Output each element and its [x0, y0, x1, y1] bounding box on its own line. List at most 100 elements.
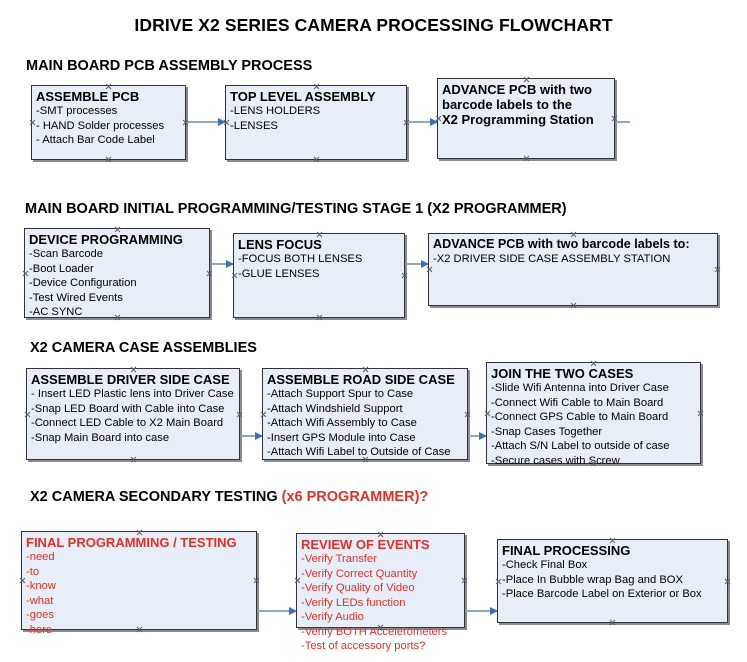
node-line: - Attach Bar Code Label — [36, 134, 155, 146]
node-line: -Boot Loader — [29, 262, 94, 275]
connection-handle-right[interactable] — [236, 411, 243, 418]
connector-review-to-final-processing — [466, 607, 498, 615]
node-line: -Slide Wifi Antenna into Driver Case — [491, 382, 669, 394]
node-line: - HAND Solder processes — [36, 119, 165, 132]
arrowhead-icon — [218, 118, 226, 126]
connector-driver-case-to-road-case — [241, 432, 263, 440]
section-heading-text: X2 CAMERA CASE ASSEMBLIES — [30, 340, 257, 356]
node-title: ADVANCE PCB with two barcode labels to: — [433, 237, 690, 251]
section-heading-case-assemblies: X2 CAMERA CASE ASSEMBLIES — [30, 340, 257, 356]
connector-top-level-to-advance-pcb — [408, 118, 438, 126]
connection-handle-right[interactable] — [401, 272, 408, 279]
arrowhead-icon — [289, 607, 297, 615]
node-line: -Verify BOTH Accelerometers — [301, 625, 448, 638]
connection-handle-right[interactable] — [253, 577, 260, 584]
connection-handle-left[interactable] — [231, 272, 238, 279]
connection-handle-left[interactable] — [24, 411, 31, 418]
node-device-programming[interactable]: DEVICE PROGRAMMING -Scan Barcode -Boot L… — [24, 228, 210, 318]
arrowhead-icon — [226, 260, 234, 268]
section-heading-secondary-testing: X2 CAMERA SECONDARY TESTING (x6 PROGRAMM… — [30, 489, 428, 505]
arrowhead-icon — [430, 118, 438, 126]
connection-handle-bottom[interactable] — [609, 619, 616, 626]
node-line: -Connect GPS Cable to Main Board — [491, 411, 669, 423]
node-line: -Insert GPS Module into Case — [267, 431, 416, 444]
connection-handle-left[interactable] — [260, 411, 267, 418]
node-final-programming-testing[interactable]: FINAL PROGRAMMING / TESTING -need -to -k… — [19, 531, 260, 636]
node-join-the-two-cases[interactable]: JOIN THE TWO CASES -Slide Wifi Antenna i… — [484, 362, 704, 467]
node-line: -AC SYNC — [29, 306, 83, 318]
node-line: -what — [26, 594, 54, 607]
node-line: -Snap Cases Together — [491, 425, 603, 438]
arrowhead-icon — [479, 432, 487, 440]
connector-road-case-to-join-cases — [469, 432, 487, 440]
node-assemble-road-side-case[interactable]: ASSEMBLE ROAD SIDE CASE -Attach Support … — [262, 368, 468, 460]
connection-handle-bottom[interactable] — [316, 314, 323, 321]
node-line: -Attach Support Spur to Case — [267, 388, 414, 400]
node-line: -Snap Main Board into case — [31, 431, 170, 444]
node-line: -Attach S/N Label to outside of case — [491, 440, 670, 452]
node-line: -FOCUS BOTH LENSES — [238, 253, 363, 265]
node-title: FINAL PROGRAMMING / TESTING — [26, 535, 237, 550]
connection-handle-left[interactable] — [484, 410, 491, 417]
connection-handle-left[interactable] — [294, 577, 301, 584]
connection-handle-right[interactable] — [714, 266, 721, 273]
connection-handle-right[interactable] — [206, 270, 213, 277]
connection-handle-left[interactable] — [29, 119, 36, 126]
section-heading-accent: (x6 PROGRAMMER)? — [281, 489, 429, 505]
connector-final-programming-to-review — [258, 607, 297, 615]
node-review-of-events[interactable]: REVIEW OF EVENTS -Verify Transfer -Verif… — [294, 533, 468, 652]
node-line-overflow: -Test of accessory ports? — [301, 640, 426, 652]
connection-handle-right[interactable] — [464, 411, 471, 418]
connection-handle-right[interactable] — [697, 410, 704, 417]
arrowhead-icon — [255, 432, 263, 440]
node-line: -need — [26, 551, 55, 563]
node-line: -Connect LED Cable to X2 Main Board — [31, 417, 224, 429]
node-title: TOP LEVEL ASSEMBLY — [230, 89, 376, 104]
connector-lens-focus-to-advance-pcb — [406, 260, 429, 268]
node-line: -SMT processes — [36, 105, 118, 117]
connector-tail-row1 — [616, 121, 630, 123]
node-line: -to — [26, 565, 40, 578]
node-line: -Snap LED Board with Cable into Case — [31, 402, 225, 415]
node-assemble-pcb[interactable]: ASSEMBLE PCB -SMT processes - HAND Solde… — [31, 85, 186, 160]
connector-device-programming-to-lens-focus — [212, 260, 234, 268]
node-title: DEVICE PROGRAMMING — [29, 232, 183, 247]
node-line: -LENSES — [230, 119, 278, 132]
node-lens-focus[interactable]: LENS FOCUS -FOCUS BOTH LENSES -GLUE LENS… — [233, 233, 405, 318]
node-line: -Attach Wifi Assembly to Case — [267, 417, 417, 429]
connection-handle-left[interactable] — [22, 270, 29, 277]
node-final-processing[interactable]: FINAL PROCESSING -Check Final Box -Place… — [497, 539, 728, 623]
arrowhead-icon — [421, 260, 429, 268]
node-line: - Insert LED Plastic lens into Driver Ca… — [31, 388, 234, 400]
node-advance-pcb-programming-station[interactable]: ADVANCE PCB with two barcode labels to t… — [437, 78, 615, 159]
node-title: ADVANCE PCB with two — [442, 82, 592, 97]
node-title-line2: barcode labels to the — [442, 97, 573, 112]
connection-handle-left[interactable] — [495, 578, 502, 585]
section-heading-initial-programming: MAIN BOARD INITIAL PROGRAMMING/TESTING S… — [25, 201, 567, 217]
node-line: -know — [26, 580, 56, 592]
node-title: LENS FOCUS — [238, 237, 322, 252]
node-title-line3: X2 Programming Station — [442, 112, 594, 127]
node-line: -goes — [26, 609, 54, 621]
node-advance-pcb-driver-side[interactable]: ADVANCE PCB with two barcode labels to: … — [428, 233, 718, 306]
section-heading-text: X2 CAMERA SECONDARY TESTING — [30, 489, 282, 505]
node-title: REVIEW OF EVENTS — [301, 537, 430, 552]
connection-handle-left[interactable] — [19, 577, 26, 584]
connection-handle-right[interactable] — [724, 578, 731, 585]
node-top-level-assembly[interactable]: TOP LEVEL ASSEMBLY -LENS HOLDERS -LENSES — [225, 85, 407, 160]
node-line: -Verify LEDs function — [301, 596, 406, 609]
connection-handle-bottom[interactable] — [570, 302, 577, 309]
node-line: -Scan Barcode — [29, 248, 104, 260]
node-assemble-driver-side-case[interactable]: ASSEMBLE DRIVER SIDE CASE - Insert LED P… — [26, 368, 240, 460]
connection-handle-bottom[interactable] — [523, 155, 530, 162]
node-line: -Attach Windshield Support — [267, 402, 403, 415]
node-line: -GLUE LENSES — [238, 267, 320, 280]
connection-handle-right[interactable] — [461, 577, 468, 584]
node-line: -Connect Wifi Cable to Main Board — [491, 396, 664, 409]
connection-handle-bottom[interactable] — [313, 156, 320, 163]
node-line: -LENS HOLDERS — [230, 105, 321, 117]
connection-handle-bottom[interactable] — [130, 456, 137, 463]
node-line: -X2 DRIVER SIDE CASE ASSEMBLY STATION — [433, 253, 671, 265]
connection-handle-bottom[interactable] — [105, 156, 112, 163]
